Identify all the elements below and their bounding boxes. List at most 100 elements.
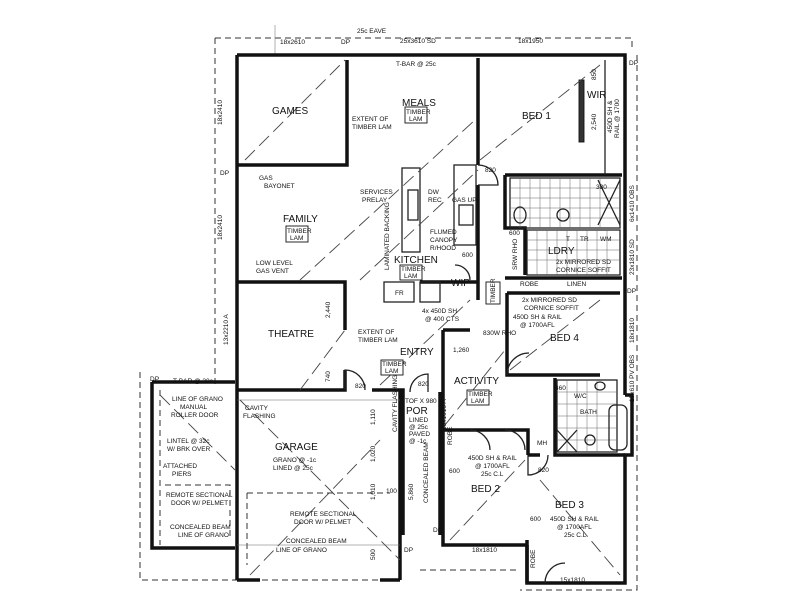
robe-bed2: ROBE [447, 426, 454, 445]
note-wir-shelf: RAIL @ 1700 [614, 99, 621, 138]
note-gas: BAYONET [264, 183, 295, 190]
dim-600: 600 [462, 252, 473, 259]
dim-600: 600 [449, 468, 460, 475]
note-por: @ -1c [409, 438, 427, 445]
note-window: 18x1950 [518, 38, 543, 45]
note-por: PAVED [409, 431, 430, 438]
note-eave: 25c EAVE [357, 28, 387, 35]
note-roller: ROLLER DOOR [171, 412, 219, 419]
tag-lam: LAM [404, 273, 417, 280]
note-shelf: 25c C.L [564, 532, 587, 539]
note-gas-up: GAS UP [452, 197, 477, 204]
note-remote-door: DOOR W/ PELMET [171, 500, 228, 507]
dim-600: 600 [530, 516, 541, 523]
note-cavity: CAVITY FLASHING [392, 375, 399, 432]
note-dw: DW [428, 189, 440, 196]
room-bed2: BED 2 [471, 484, 500, 495]
note-beam: CONCEALED BEAM [423, 442, 430, 503]
room-meals: MEALS [402, 98, 436, 109]
robe-bed3: ROBE [530, 549, 537, 568]
dim-2540: 2,540 [591, 113, 598, 130]
timber-lam-tags: TIMBER LAM TIMBER LAM TIMBER LAM TIMBER … [285, 106, 501, 406]
note-shelf: 450D SH & RAIL [513, 314, 562, 321]
dim-740: 740 [325, 371, 332, 382]
note-dp: DP [433, 527, 442, 534]
tag-lam: LAM [290, 235, 303, 242]
dim-1260: 1,260 [453, 347, 470, 354]
room-activity: ACTIVITY [454, 376, 499, 387]
dim-850: 850 [591, 69, 598, 80]
note-shelf: @ 1700AFL [475, 463, 510, 470]
note-remote-door: REMOTE SECTIONAL [166, 492, 233, 499]
note-wir-shelf: 450D SH & [607, 100, 614, 133]
note-extent: EXTENT OF [352, 116, 388, 123]
note-tbar: T-BAR @ 20c [173, 378, 214, 385]
note-beam: CONCEALED BEAM [286, 538, 347, 545]
note-services: PRELAY [362, 197, 388, 204]
dim-500: 500 [370, 549, 377, 560]
room-bed3: BED 3 [555, 500, 584, 511]
tag-timber: TIMBER [490, 278, 497, 303]
room-bath: BATH [580, 409, 597, 416]
room-linen: LINEN [567, 281, 586, 288]
dim-820: 820 [418, 381, 429, 388]
dim-5860: 5,860 [408, 483, 415, 500]
room-ldry: LDRY [548, 246, 575, 257]
note-dp: DP [150, 376, 159, 383]
note-window: 15x1810 [560, 577, 585, 584]
dim-1010: 1,010 [370, 483, 377, 500]
dim-460: 460 [555, 385, 566, 392]
dim-1020: 1,020 [370, 445, 377, 462]
note-mirrored: 2x MIRRORED SD [556, 259, 611, 266]
note-fr: FR [395, 290, 404, 297]
note-flumed: R/HOOD [430, 245, 456, 252]
note-flumed: FLUMED [430, 229, 457, 236]
note-grano: LINED @ 25c [273, 465, 314, 472]
note-window: 18x1010 A [441, 399, 448, 430]
room-theatre: THEATRE [268, 329, 314, 340]
dim-2440: 2,440 [325, 301, 332, 318]
note-lowgas: GAS VENT [256, 268, 289, 275]
note-beam: CONCEALED BEAM [170, 524, 231, 531]
tag-lam: LAM [385, 368, 398, 375]
room-family: FAMILY [283, 214, 318, 225]
note-shelf: 450D SH & RAIL [468, 455, 517, 462]
room-garage: GARAGE [275, 442, 318, 453]
note-flumed: CANOPY [430, 237, 458, 244]
note-window: 18x1810 [629, 318, 636, 343]
note-services: SERVICES [360, 189, 393, 196]
note-grano: GRANO @ -1c [273, 457, 317, 464]
note-dp: DP [404, 547, 413, 554]
eave-outline [139, 25, 638, 591]
note-laminated: LAMINATED BACKING [384, 202, 391, 270]
tag-timber: TIMBER [406, 109, 431, 116]
tag-timber: TIMBER [401, 266, 426, 273]
note-roller: MANUAL [180, 404, 207, 411]
note-rh: 830W RHO [483, 330, 516, 337]
dim-820: 820 [538, 467, 549, 474]
note-window: 23x1810 SD [629, 239, 636, 275]
dim-820: 820 [355, 383, 366, 390]
room-robe: ROBE [520, 281, 539, 288]
room-wip: WIP [451, 278, 470, 289]
note-remote-door: REMOTE SECTIONAL [290, 511, 357, 518]
note-cavity: CAVITY [245, 405, 269, 412]
note-window: 18x2410 [217, 215, 224, 240]
dim-820: 820 [485, 167, 496, 174]
room-wc: W/C [574, 393, 587, 400]
diagonal-lines [159, 59, 621, 576]
room-mh: MH [537, 440, 547, 447]
note-cavity: FLASHING [243, 413, 276, 420]
note-shelf: 450D SH & RAIL [550, 516, 599, 523]
note-beam: LINE OF GRANO [178, 532, 229, 539]
note-window: 18x2610 [280, 39, 305, 46]
kitchen-fixtures [383, 164, 477, 303]
room-entry: ENTRY [400, 347, 434, 358]
note-remote-door: DOOR W/ PELMET [294, 519, 351, 526]
note-mirrored: CORNICE SOFFIT [524, 305, 579, 312]
note-window: 13x2210 A [223, 314, 230, 345]
room-bed1: BED 1 [522, 111, 551, 122]
dim-380: 380 [596, 184, 607, 191]
note-lowgas: LOW LEVEL [256, 260, 293, 267]
